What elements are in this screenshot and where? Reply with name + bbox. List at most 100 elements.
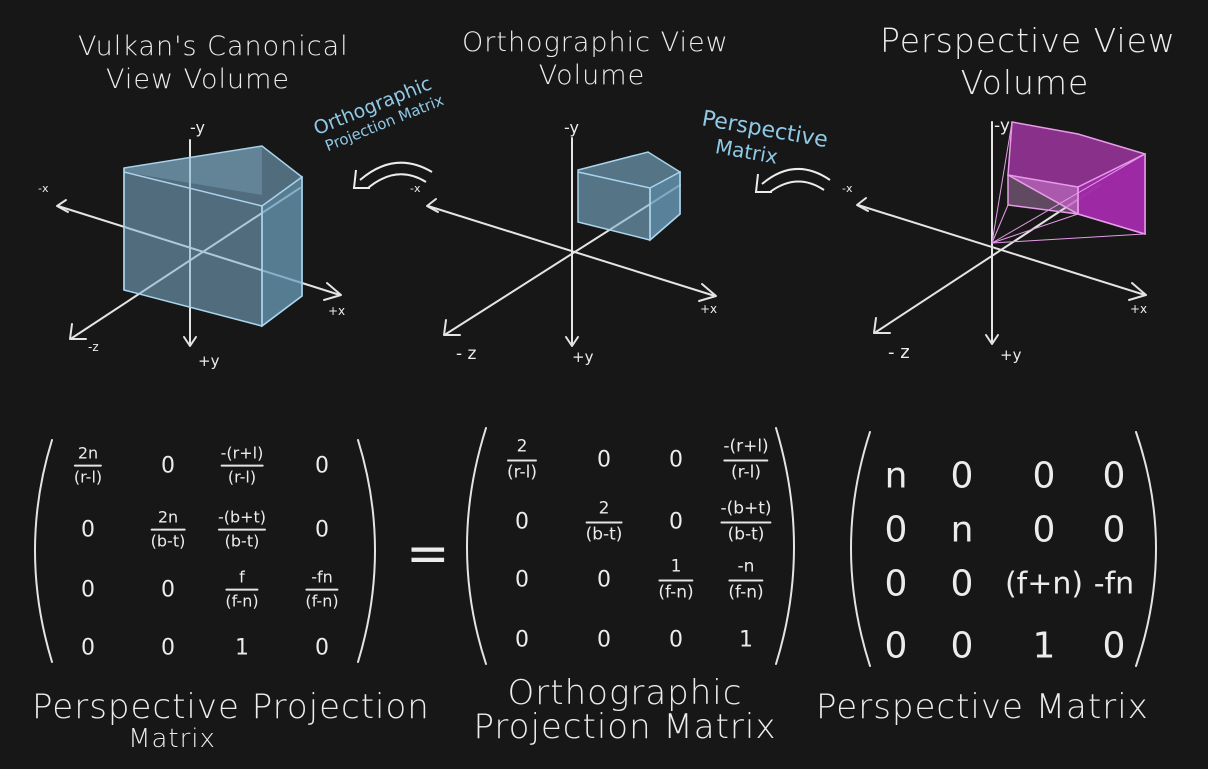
perspective-matrix-cell: 0 bbox=[884, 509, 908, 551]
orthographic-title-line1: Orthographic View bbox=[462, 27, 729, 58]
canonical-pos-y-label: +y bbox=[198, 352, 220, 370]
orthographic-projection-matrix-cell: 0 bbox=[597, 567, 611, 593]
perspective-matrix-cell: 0 bbox=[884, 625, 908, 667]
equals-sign: = bbox=[406, 524, 450, 584]
orthographic-projection-label-line2: Projection Matrix bbox=[473, 707, 777, 747]
orthographic-projection-matrix-cell: 0 bbox=[597, 447, 611, 473]
fraction-numerator: -fn bbox=[311, 567, 333, 587]
orthographic-projection-matrix-cell-fraction: -(b+t) (b-t) bbox=[720, 498, 772, 544]
orthographic-title-line2: Volume bbox=[538, 60, 646, 91]
fraction-numerator: 1 bbox=[670, 556, 682, 577]
perspective-projection-matrix-cell-fraction: 2n (b-t) bbox=[150, 507, 186, 552]
orthographic-projection-label: Orthographic Projection Matrix bbox=[470, 676, 780, 744]
persp-pos-x-label: +x bbox=[1130, 302, 1148, 316]
perspective-projection-matrix-cell: 0 bbox=[81, 577, 95, 603]
fraction-bar bbox=[217, 529, 267, 531]
perspective-frustum bbox=[991, 121, 1146, 244]
perspective-matrix-cell: 0 bbox=[884, 563, 908, 605]
perspective-matrix-cell: n bbox=[950, 509, 974, 551]
persp-neg-z-label: - z bbox=[888, 342, 910, 363]
perspective-matrix-cell: 0 bbox=[950, 563, 974, 605]
perspective-title: Perspective View Volume bbox=[880, 20, 1176, 104]
fraction-bar bbox=[723, 459, 769, 461]
fraction-numerator: -(b+t) bbox=[720, 498, 772, 519]
perspective-projection-matrix-cell: 0 bbox=[161, 635, 175, 661]
perspective-matrix-cell: n bbox=[884, 455, 908, 497]
orthographic-projection-matrix-cell: 0 bbox=[515, 509, 529, 535]
perspective-projection-label-line1: Perspective Projection bbox=[32, 687, 430, 727]
fraction-bar bbox=[585, 521, 623, 523]
perspective-projection-matrix-cell: 0 bbox=[161, 453, 175, 479]
perspective-matrix-cell: 0 bbox=[950, 455, 974, 497]
perspective-matrix-cell: 0 bbox=[1032, 509, 1056, 551]
fraction-numerator: -(b+t) bbox=[217, 507, 267, 527]
orthographic-projection-matrix-cell: 0 bbox=[669, 509, 683, 535]
ortho-neg-z-label: - z bbox=[456, 344, 477, 364]
perspective-projection-label: Perspective Projection Matrix bbox=[32, 687, 430, 754]
fraction-numerator: 2 bbox=[516, 436, 528, 457]
ortho-neg-y-label: -y bbox=[564, 118, 579, 137]
canonical-neg-z-label: -z bbox=[88, 340, 99, 354]
orthographic-projection-matrix-cell-fraction: 2 (r-l) bbox=[506, 436, 538, 482]
perspective-projection-matrix-cell: 1 bbox=[235, 635, 249, 661]
fraction-denominator: (f-n) bbox=[305, 592, 339, 611]
perspective-title-line1: Perspective View bbox=[880, 21, 1176, 60]
fraction-denominator: (r-l) bbox=[730, 462, 762, 482]
persp-pos-y-label: +y bbox=[1000, 346, 1022, 364]
perspective-matrix-cell: 0 bbox=[1102, 509, 1126, 551]
perspective-projection-matrix-cell: 0 bbox=[81, 517, 95, 543]
fraction-denominator: (b-t) bbox=[150, 532, 186, 551]
fraction-numerator: -n bbox=[737, 556, 755, 577]
perspective-title-line2: Volume bbox=[960, 63, 1090, 102]
orthographic-projection-matrix-cell-fraction: -n (f-n) bbox=[728, 556, 764, 602]
orthographic-projection-matrix-cell-fraction: 2(b-t) bbox=[585, 499, 623, 544]
fraction-denominator: (r-l) bbox=[506, 462, 538, 482]
canonical-title-line1: Vulkan's Canonical bbox=[78, 31, 349, 62]
fraction-denominator: (f-n) bbox=[728, 582, 764, 602]
fraction-bar bbox=[220, 465, 264, 467]
fraction-numerator: 2n bbox=[157, 507, 179, 527]
perspective-projection-matrix-cell: 0 bbox=[81, 635, 95, 661]
fraction-bar bbox=[225, 589, 259, 591]
perspective-projection-matrix-cell-fraction: 2n (r-l) bbox=[73, 443, 103, 488]
perspective-projection-matrix-cell: 0 bbox=[161, 577, 175, 603]
orthographic-projection-matrix-cell-fraction: -(r+l) (r-l) bbox=[723, 436, 769, 482]
persp-neg-x-label: -x bbox=[842, 182, 853, 195]
perspective-projection-matrix-cell: 0 bbox=[315, 453, 329, 479]
perspective-projection-matrix-cell: 0 bbox=[315, 635, 329, 661]
fraction-numerator: -(r+l) bbox=[220, 443, 264, 463]
ortho-pos-x-label: +x bbox=[700, 302, 718, 316]
canonical-title-line2: View Volume bbox=[105, 64, 291, 95]
perspective-projection-matrix-cell: 0 bbox=[315, 517, 329, 543]
fraction-denominator: (r-l) bbox=[227, 468, 257, 487]
fraction-denominator: (r-l) bbox=[73, 468, 103, 487]
fraction-bar bbox=[720, 521, 772, 523]
perspective-projection-label-line2: Matrix bbox=[128, 724, 216, 754]
orthographic-projection-label-line1: Orthographic bbox=[507, 673, 743, 713]
perspective-projection-matrix-cell-fraction: -fn (f-n) bbox=[305, 567, 339, 612]
ortho-neg-x-label: -x bbox=[410, 182, 421, 195]
fraction-bar bbox=[506, 459, 538, 461]
fraction-denominator: (f-n) bbox=[658, 582, 694, 602]
perspective-projection-matrix-cell-fraction: -(b+t) (b-t) bbox=[217, 507, 267, 552]
perspective-matrix-cell: -fn bbox=[1093, 566, 1135, 602]
orthographic-projection-matrix-cell: 0 bbox=[515, 627, 529, 653]
fraction-bar bbox=[150, 529, 186, 531]
orthographic-projection-matrix-cell: 0 bbox=[597, 627, 611, 653]
canonical-title: Vulkan's Canonical View Volume bbox=[78, 30, 349, 96]
ortho-pos-y-label: +y bbox=[572, 348, 594, 366]
orthographic-projection-matrix-cell: 0 bbox=[515, 567, 529, 593]
perspective-matrix-label: Perspective Matrix bbox=[816, 687, 1149, 727]
fraction-numerator: -(r+l) bbox=[723, 436, 769, 457]
fraction-numerator: f bbox=[239, 567, 245, 587]
perspective-axes bbox=[856, 121, 1147, 345]
fraction-denominator: (b-t) bbox=[224, 532, 260, 551]
fraction-bar bbox=[658, 579, 694, 581]
perspective-matrix-cell: 0 bbox=[1102, 625, 1126, 667]
fraction-denominator: (b-t) bbox=[727, 524, 765, 544]
persp-neg-y-label: -y bbox=[994, 116, 1010, 136]
orthographic-projection-matrix-cell: 0 bbox=[669, 447, 683, 473]
fraction-numerator: 2n bbox=[77, 443, 99, 463]
canonical-neg-x-label: -x bbox=[38, 182, 49, 195]
